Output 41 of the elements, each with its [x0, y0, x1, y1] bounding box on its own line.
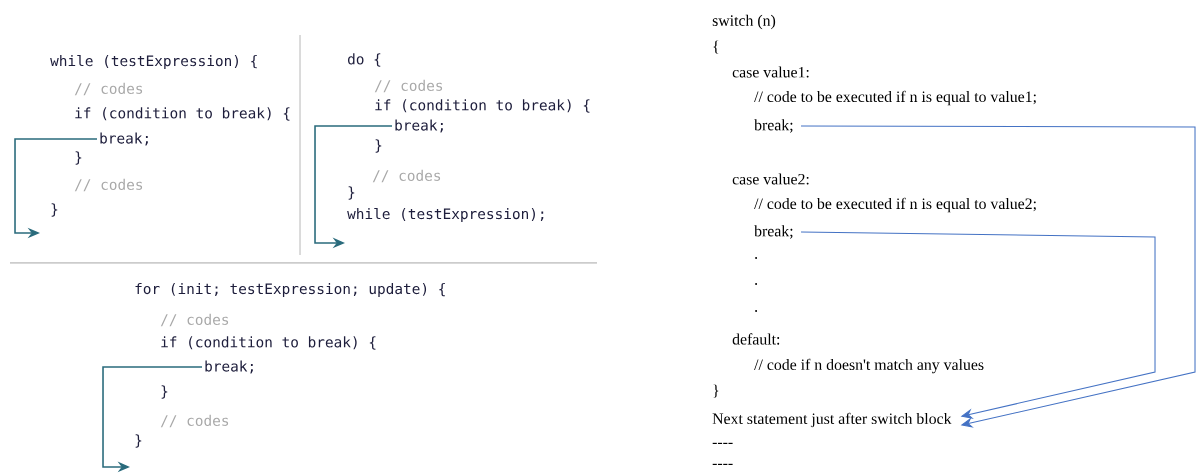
- code-line: .: [755, 257, 758, 259]
- code-line: .: [755, 310, 758, 312]
- code-line: }: [51, 203, 58, 217]
- code-comment: // codes: [372, 169, 441, 183]
- code-line: }: [75, 151, 82, 165]
- arrow: [800, 125, 1196, 428]
- code-line: do {: [348, 53, 381, 67]
- code-comment: // codes: [74, 178, 143, 192]
- code-line: default:: [732, 333, 780, 345]
- code-line: break;: [100, 132, 148, 146]
- code-line: break;: [395, 119, 443, 133]
- code-line: }: [161, 385, 168, 399]
- code-line: // code to be executed if n is equal to value1;: [754, 90, 1036, 106]
- code-line: ----: [712, 442, 733, 444]
- code-line: if (condition to break) {: [161, 336, 376, 350]
- code-comment: // codes: [74, 82, 143, 96]
- code-line: ----: [712, 463, 733, 465]
- code-line: .: [755, 283, 758, 285]
- code-line: // code if n doesn't match any values: [754, 358, 984, 374]
- code-line: // code to be executed if n is equal to value2;: [754, 197, 1036, 213]
- code-line: case value1:: [732, 66, 809, 78]
- code-line: while (testExpression);: [347, 208, 544, 222]
- code-line: {: [713, 40, 719, 54]
- code-line: }: [348, 186, 355, 200]
- code-line: while (testExpression) {: [50, 55, 257, 69]
- code-line: }: [713, 384, 719, 398]
- code-line: case value2:: [732, 173, 809, 185]
- code-line: Next statement just after switch block: [712, 412, 952, 428]
- code-comment: // codes: [160, 313, 229, 327]
- code-line: break;: [754, 119, 793, 133]
- code-comment: // codes: [374, 79, 443, 93]
- code-comment: // codes: [160, 414, 229, 428]
- code-line: for (init; testExpression; update) {: [135, 283, 445, 297]
- arrow: [800, 231, 1156, 419]
- code-line: break;: [754, 225, 793, 239]
- code-line: }: [135, 434, 142, 448]
- code-line: switch (n): [712, 14, 776, 30]
- code-line: if (condition to break) {: [375, 99, 590, 113]
- code-line: }: [375, 139, 382, 153]
- code-line: if (condition to break) {: [75, 107, 290, 121]
- code-line: break;: [205, 360, 253, 374]
